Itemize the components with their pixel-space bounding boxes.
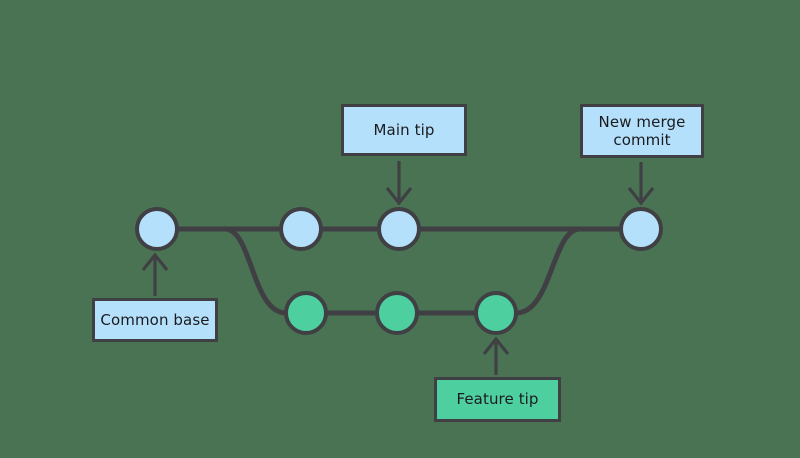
arrow-up-feature-tip-icon (482, 336, 510, 375)
commit-node-feature-1[interactable] (284, 291, 328, 335)
label-box-common-base[interactable]: Common base (92, 298, 218, 342)
commit-node-merge-commit[interactable] (619, 207, 663, 251)
commit-node-main-1[interactable] (135, 207, 179, 251)
commit-node-main-tip[interactable] (377, 207, 421, 251)
arrow-up-common-base-icon (141, 252, 169, 296)
label-box-feature-tip[interactable]: Feature tip (434, 377, 561, 422)
arrow-down-merge-commit-icon (627, 162, 655, 206)
label-text-feature-tip: Feature tip (456, 390, 539, 409)
feature-branch-nodes (284, 291, 518, 335)
edge-merge-in-curve (513, 226, 624, 316)
label-text-new-merge-commit: New merge commit (598, 112, 686, 149)
label-box-new-merge-commit[interactable]: New merge commit (580, 104, 704, 158)
arrow-group (141, 161, 655, 375)
edge-branch-off-curve (174, 226, 289, 316)
commit-node-feature-2[interactable] (375, 291, 419, 335)
arrow-down-main-tip-icon (385, 161, 413, 206)
label-text-common-base: Common base (100, 310, 210, 329)
commit-node-feature-tip[interactable] (474, 291, 518, 335)
label-text-main-tip: Main tip (373, 120, 435, 139)
main-branch-nodes (135, 207, 663, 251)
label-box-main-tip[interactable]: Main tip (341, 104, 467, 156)
edge-group (174, 226, 624, 316)
commit-node-main-2[interactable] (279, 207, 323, 251)
